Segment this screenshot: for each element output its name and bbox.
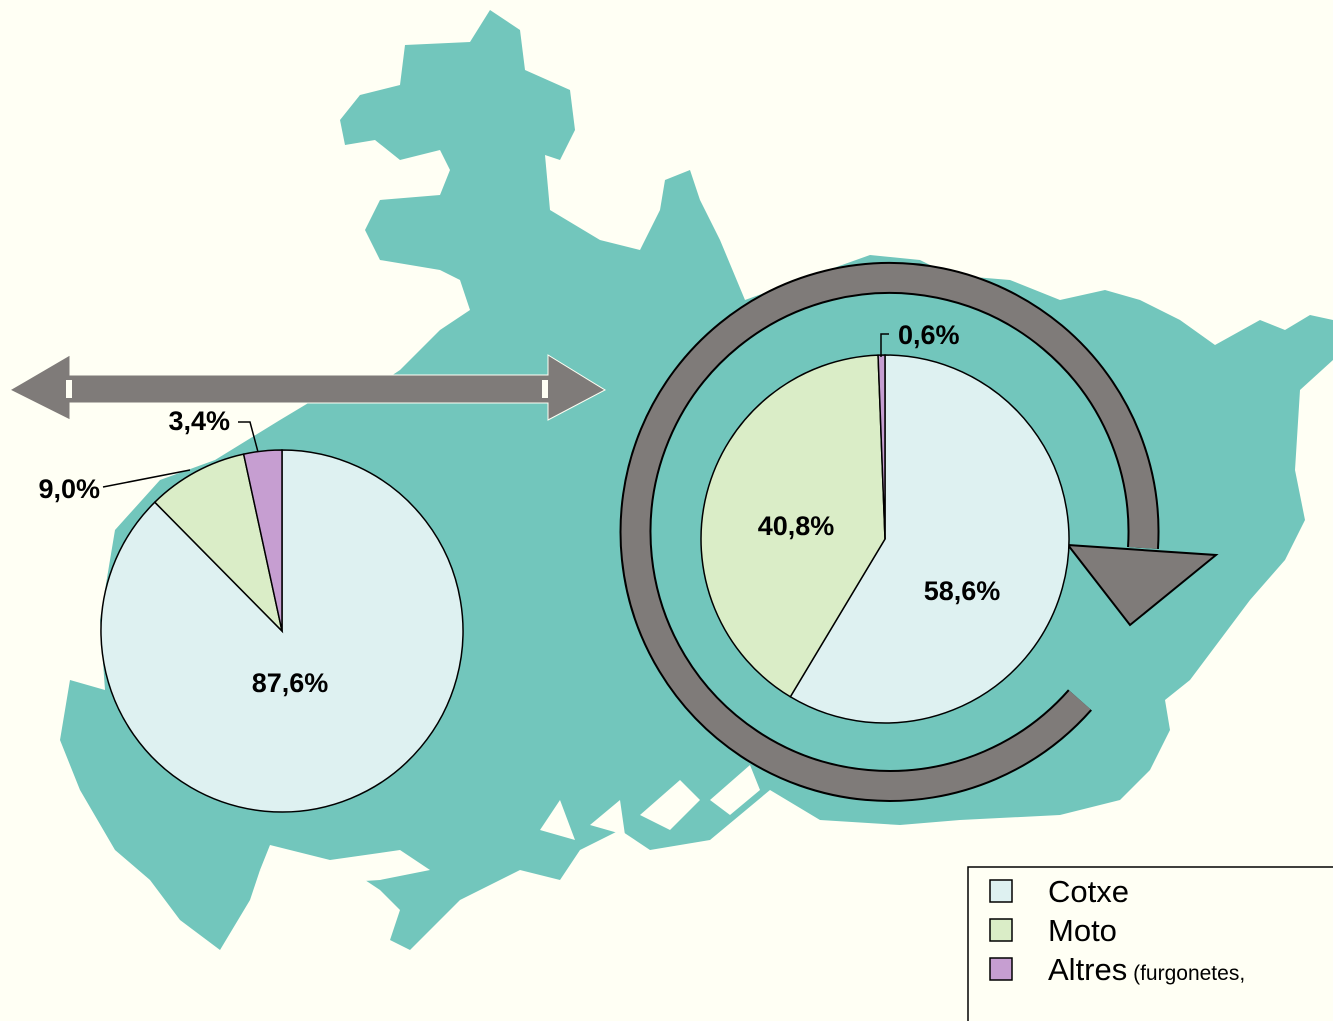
coastline-notches <box>260 765 760 885</box>
legend-label-altres: Altres (furgonetes, <box>1048 952 1245 987</box>
legend-swatch-altres <box>989 957 1013 981</box>
pie2-label-altres: 0,6% <box>898 320 960 350</box>
pie1-label-moto: 9,0% <box>38 474 100 504</box>
leader-lines <box>102 333 889 488</box>
pie2-label-moto: 40,8% <box>758 511 835 541</box>
legend-label-moto: Moto <box>1048 913 1117 948</box>
pie1-slice-altres <box>242 449 283 632</box>
pie1-label-altres: 3,4% <box>168 406 230 436</box>
leader-line-0-6 <box>880 333 889 357</box>
double-headed-arrow-icon <box>8 354 607 421</box>
leader-line-3-4 <box>238 421 259 453</box>
pie1-slice-moto <box>153 453 284 634</box>
legend-box <box>967 866 1333 1021</box>
pie2-slice-moto <box>700 354 886 698</box>
legend-label-cotxe: Cotxe <box>1048 874 1129 909</box>
pie1-label-cotxe: 87,6% <box>252 668 329 698</box>
circular-arrow-icon <box>619 262 1219 802</box>
legend-swatch-moto <box>989 918 1013 942</box>
pie2-label-cotxe: 58,6% <box>924 576 1001 606</box>
pie-chart-1: 87,6% 9,0% 3,4% <box>38 406 464 813</box>
leader-line-9-0 <box>102 469 191 488</box>
pie-chart-2: 58,6% 40,8% 0,6% <box>700 320 1070 724</box>
legend-swatch-cotxe <box>989 879 1013 903</box>
pie2-slice-cotxe <box>789 354 1070 724</box>
